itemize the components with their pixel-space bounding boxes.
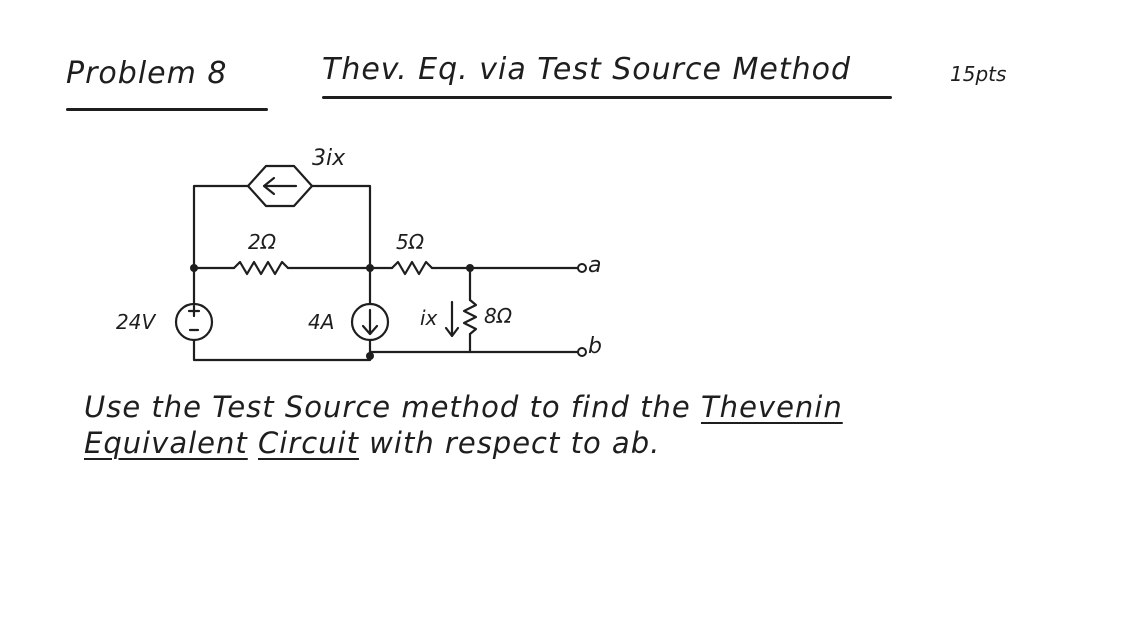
problem-number: Problem 8 <box>66 56 228 91</box>
points-value: 15pts <box>950 62 1007 86</box>
voltage-source-label: 24V <box>116 310 156 334</box>
current-arrow-icon <box>444 300 460 338</box>
title-underline <box>322 96 892 99</box>
terminal-a-label: a <box>588 253 602 278</box>
instruction-text: Use the Test Source method to find the <box>84 390 701 424</box>
terminal-a-dot <box>577 263 587 273</box>
dependent-source-label: 3ix <box>312 146 346 171</box>
wire-top-right <box>310 184 372 270</box>
plus-sign-icon <box>187 304 201 318</box>
problem-title: Thev. Eq. via Test Source Method <box>322 52 852 87</box>
node-bottom <box>366 352 374 360</box>
terminal-b-label: b <box>588 334 602 359</box>
node-left <box>190 264 198 272</box>
equivalent-underlined: Equivalent <box>84 426 248 460</box>
arrow-down-icon <box>361 308 379 336</box>
instruction-line-1: Use the Test Source method to find the T… <box>84 390 843 424</box>
arrow-left-icon <box>262 176 298 196</box>
resistor-8ohm <box>462 298 478 336</box>
instruction-gap <box>248 426 258 460</box>
circuit-underlined: Circuit <box>257 426 359 460</box>
r3-label: 8Ω <box>484 304 513 328</box>
terminal-b-dot <box>577 347 587 357</box>
dependent-source-diamond <box>246 164 314 208</box>
r2-label: 5Ω <box>396 230 425 254</box>
resistor-5ohm <box>390 260 434 276</box>
current-source-label: 4A <box>308 310 335 334</box>
node-right <box>466 264 474 272</box>
instruction-tail: with respect to ab. <box>358 426 661 460</box>
r1-label: 2Ω <box>248 230 277 254</box>
instruction-line-2: Equivalent Circuit with respect to ab. <box>84 426 660 460</box>
node-center <box>366 264 374 272</box>
wire-top-left <box>192 184 250 270</box>
thevenin-underlined: Thevenin <box>700 390 843 424</box>
resistor-2ohm <box>232 260 290 276</box>
wire-left-bottom <box>192 338 372 362</box>
problem-underline <box>66 108 268 111</box>
ix-label: ix <box>420 306 438 330</box>
